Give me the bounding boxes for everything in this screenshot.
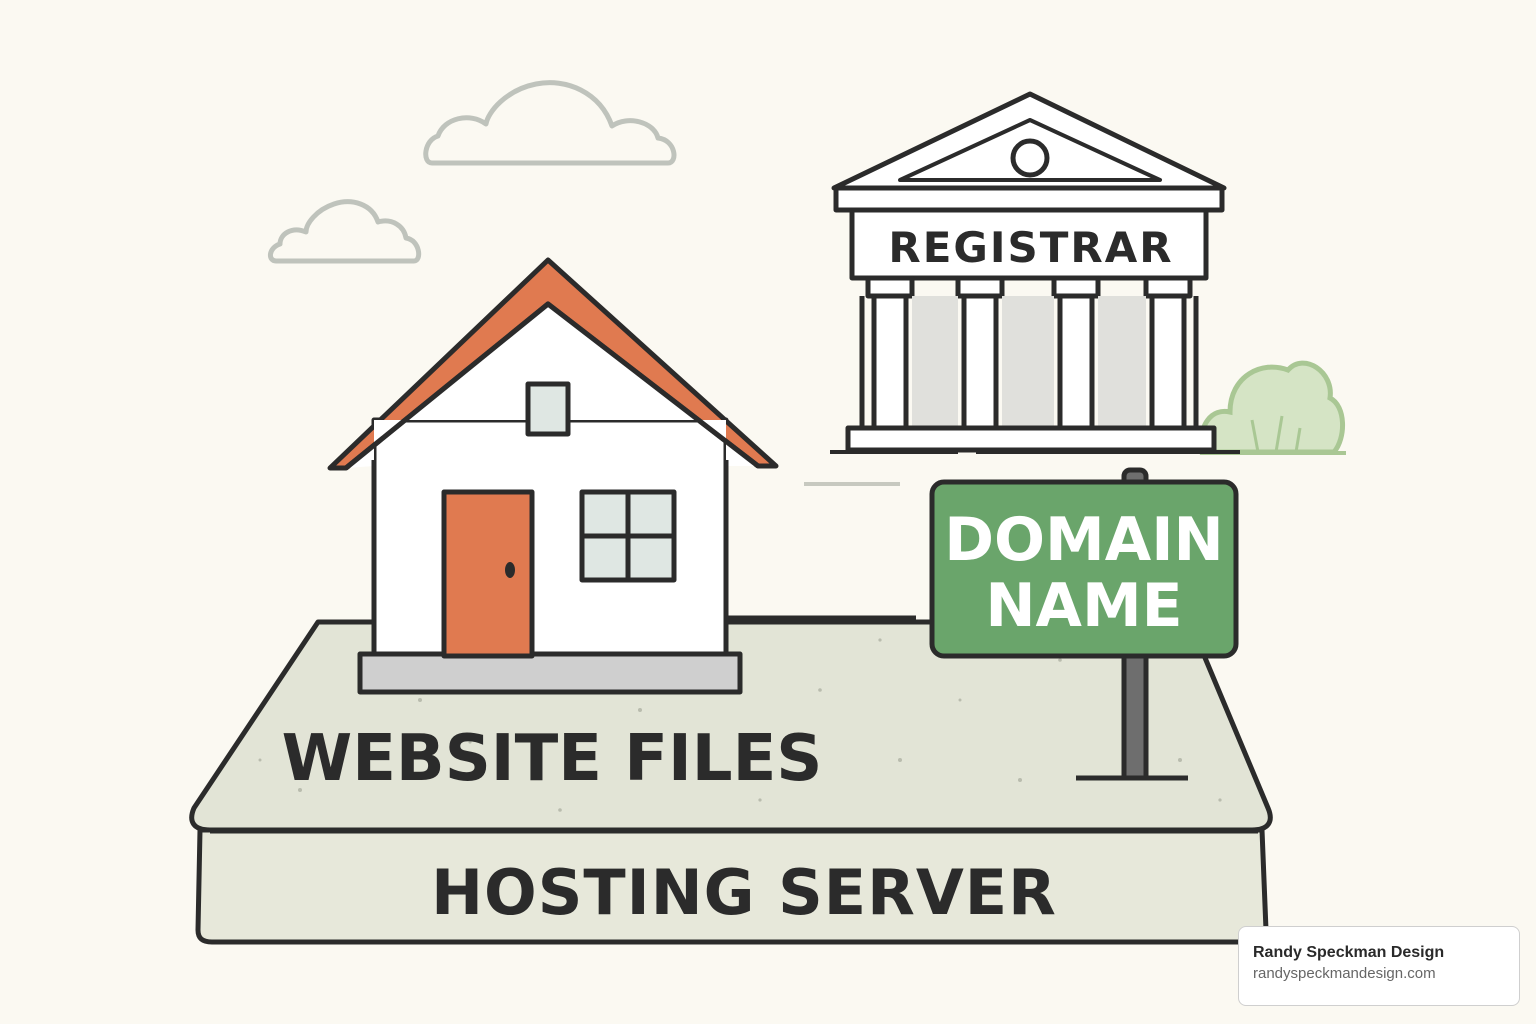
hosting-server-label: HOSTING SERVER bbox=[431, 856, 1057, 929]
domain-name-label-line2: NAME bbox=[985, 571, 1182, 641]
cloud-icon bbox=[423, 80, 677, 166]
signpost-icon: DOMAIN NAME bbox=[929, 467, 1239, 781]
registrar-building-icon: REGISTRAR bbox=[830, 91, 1240, 454]
cloud-icon bbox=[268, 199, 422, 264]
domain-name-label-line1: DOMAIN bbox=[944, 505, 1224, 575]
website-files-label: WEBSITE FILES bbox=[282, 722, 823, 796]
credit-card: Randy Speckman Design randyspeckmandesig… bbox=[1238, 926, 1520, 1006]
door bbox=[441, 489, 535, 659]
credit-name: Randy Speckman Design bbox=[1253, 944, 1445, 961]
credit-url[interactable]: randyspeckmandesign.com bbox=[1253, 965, 1436, 982]
bush-icon bbox=[1198, 360, 1346, 455]
registrar-label: REGISTRAR bbox=[888, 223, 1173, 272]
house-icon bbox=[327, 257, 779, 695]
